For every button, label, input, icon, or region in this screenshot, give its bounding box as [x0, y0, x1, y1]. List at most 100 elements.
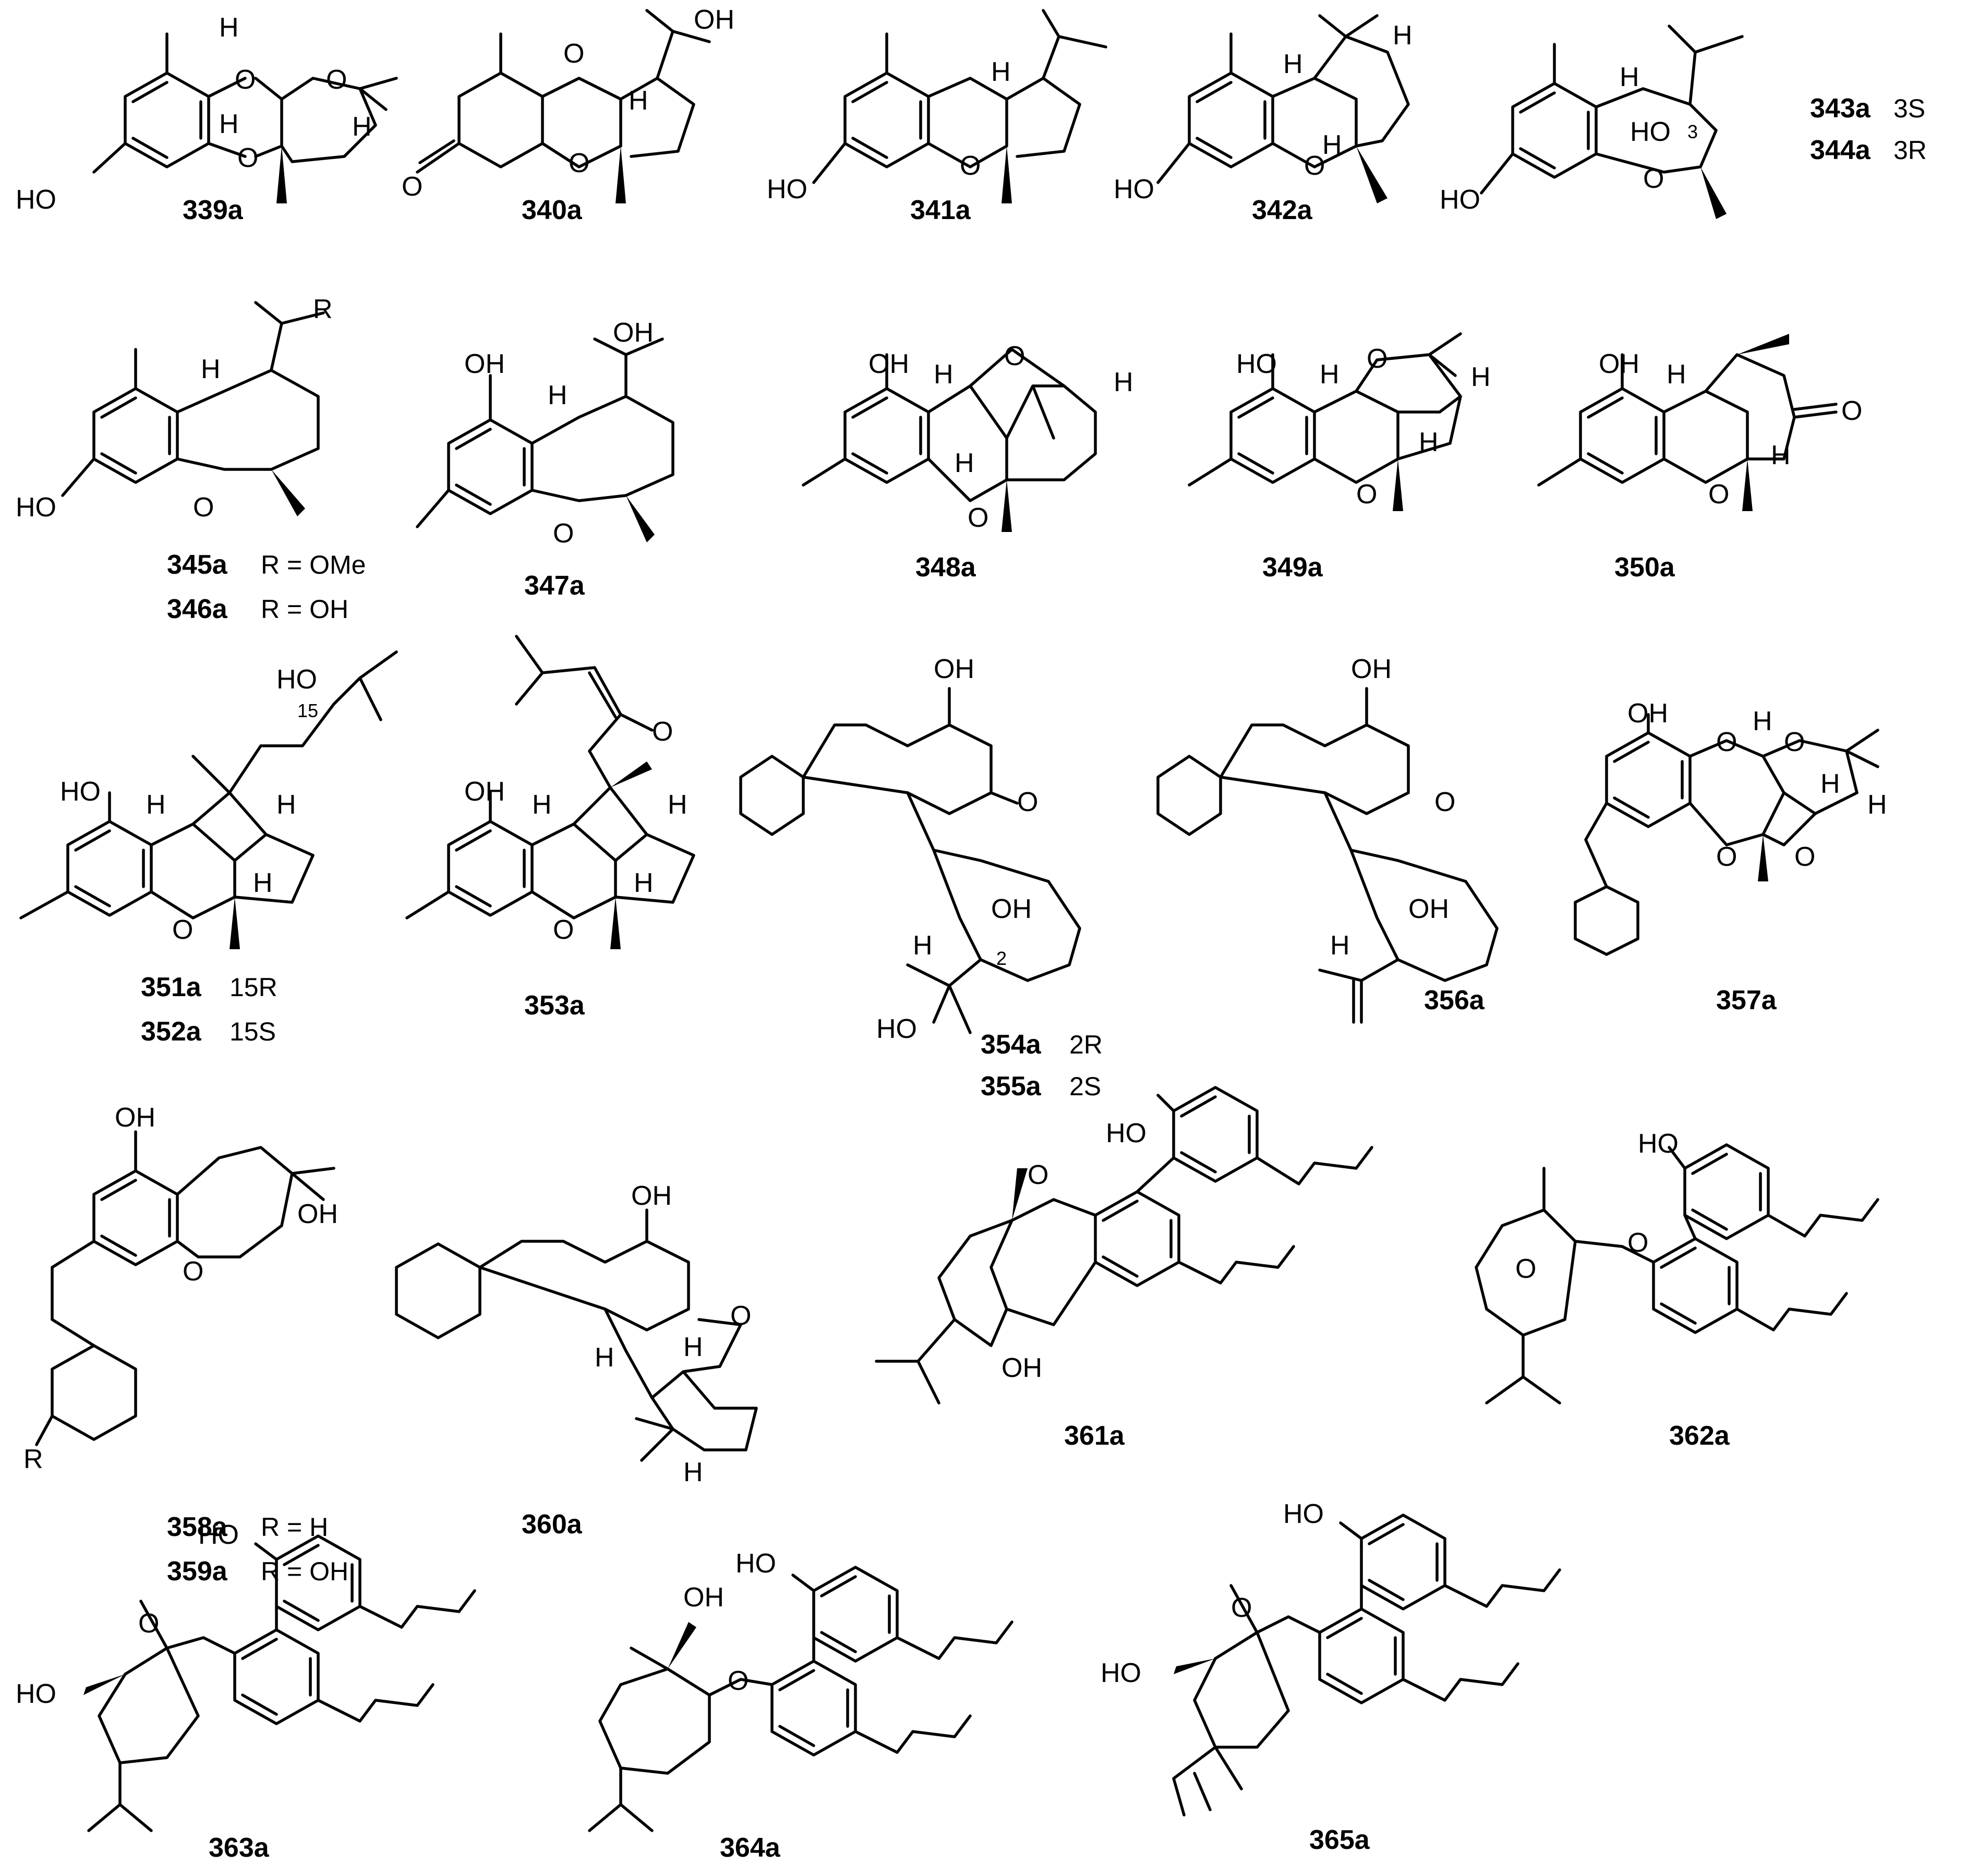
- atom-O: O: [1784, 727, 1805, 757]
- atom-O: O: [235, 65, 256, 95]
- structure-343a-344a: O HO HO 3 H 343a 3S 344a 3R: [1440, 25, 1927, 219]
- atom-HO: HO: [1101, 1658, 1141, 1688]
- atom-HO: HO: [276, 664, 317, 695]
- compound-label: 356a: [1424, 985, 1485, 1015]
- atom-O: O: [652, 717, 673, 747]
- atom-H: H: [276, 790, 296, 820]
- compound-label: 352a: [141, 1016, 202, 1047]
- atom-O: O: [1004, 341, 1025, 371]
- structure-357a: OH O O O O H H H 357a: [1574, 698, 1887, 1015]
- atom-H: H: [1820, 769, 1840, 799]
- atom-HO: HO: [735, 1548, 776, 1579]
- atom-H: H: [595, 1342, 614, 1373]
- atom-O: O: [183, 1256, 203, 1287]
- atom-O: O: [1028, 1160, 1048, 1190]
- compound-label: 363a: [209, 1833, 270, 1863]
- atom-O: O: [326, 65, 347, 95]
- atom-O: O: [1643, 164, 1664, 194]
- atom-OH: OH: [1001, 1353, 1042, 1383]
- atom-H: H: [548, 380, 568, 410]
- atom-H: H: [683, 1457, 703, 1487]
- atom-O: O: [172, 915, 193, 945]
- atom-HO: HO: [1283, 1499, 1324, 1529]
- compound-label: 350a: [1614, 552, 1675, 583]
- atom-O: O: [1716, 727, 1737, 757]
- atom-HO: HO: [767, 174, 807, 204]
- atom-H: H: [253, 868, 273, 898]
- atom-HO: HO: [1630, 117, 1671, 147]
- atom-H: H: [352, 112, 372, 142]
- structure-354a-355a: OH O OH 2 HO H 354a 2R 355a 2S: [739, 654, 1103, 1102]
- atom-H: H: [683, 1332, 703, 1362]
- atom-O: O: [563, 39, 584, 69]
- atom-OH: OH: [464, 777, 505, 807]
- atom-H: H: [1419, 427, 1439, 457]
- compound-label: 340a: [522, 195, 583, 225]
- structure-342a: O HO H H H 342a: [1114, 14, 1413, 225]
- atom-O: O: [1231, 1593, 1252, 1623]
- atom-HO: HO: [16, 185, 56, 215]
- structure-363a: HO O HO 363a: [16, 1520, 476, 1863]
- atom-OH: OH: [934, 654, 974, 684]
- atom-O: O: [1367, 344, 1387, 374]
- compound-label: 344a: [1810, 135, 1871, 165]
- structure-348a: O O OH H H H 348a: [802, 341, 1133, 583]
- compound-label: 354a: [981, 1030, 1042, 1060]
- compound-label: 353a: [524, 990, 585, 1021]
- structure-340a: O O O OH H 340a: [402, 5, 734, 225]
- atom-O: O: [1708, 479, 1729, 510]
- atom-OH: OH: [1627, 698, 1668, 729]
- atom-HO: HO: [876, 1014, 917, 1044]
- atom-O: O: [968, 503, 988, 533]
- atom-HO: HO: [1114, 174, 1154, 204]
- structure-362a: HO O O 362a: [1475, 1129, 1879, 1451]
- atom-H: H: [668, 790, 687, 820]
- structure-341a: O HO H 341a: [767, 9, 1107, 225]
- atom-O: O: [553, 915, 574, 945]
- compound-note: 15S: [230, 1017, 276, 1046]
- atom-O: O: [1515, 1254, 1536, 1284]
- atom-R: R: [313, 294, 333, 324]
- compound-label: 343a: [1810, 93, 1871, 124]
- atom-OH: OH: [868, 349, 909, 379]
- compound-note: 3R: [1893, 136, 1927, 165]
- atom-OH: OH: [683, 1582, 724, 1613]
- atom-O: O: [1304, 151, 1325, 181]
- compound-label: 345a: [167, 550, 228, 580]
- compound-label: 349a: [1262, 552, 1323, 583]
- atom-HO: HO: [198, 1520, 239, 1550]
- atom-OH: OH: [1599, 349, 1639, 379]
- atom-HO: HO: [60, 777, 101, 807]
- structure-364a: HO OH O 364a: [588, 1548, 1013, 1863]
- atom-O: O: [1716, 842, 1737, 872]
- structure-353a: O O OH H H H 353a: [405, 635, 695, 1021]
- compound-label: 357a: [1716, 985, 1777, 1015]
- atom-OH: OH: [297, 1199, 338, 1229]
- atom-O: O: [728, 1666, 749, 1696]
- atom-O: O: [1794, 842, 1815, 872]
- compound-label: 346a: [167, 594, 228, 624]
- structure-339a: O O O HO H H H 339a: [16, 13, 398, 225]
- atom-O: O: [1017, 787, 1038, 817]
- compound-label: 339a: [183, 195, 244, 225]
- atom-OH: OH: [631, 1181, 672, 1211]
- atom-HO: HO: [16, 492, 56, 523]
- atom-H: H: [201, 354, 221, 384]
- atom-OH: OH: [613, 318, 654, 348]
- structure-349a: O O HO H H H 349a: [1188, 332, 1491, 583]
- atom-O: O: [1627, 1228, 1648, 1258]
- atom-H: H: [1471, 362, 1491, 392]
- structure-365a: HO O HO 365a: [1101, 1499, 1561, 1855]
- atom-O: O: [402, 172, 423, 202]
- atom-O: O: [569, 148, 589, 178]
- atom-HO: HO: [1236, 349, 1277, 379]
- atom-H: H: [991, 57, 1011, 87]
- compound-label: 351a: [141, 972, 202, 1002]
- compound-note: R = OH: [261, 1557, 348, 1586]
- atom-HO: HO: [1106, 1118, 1147, 1148]
- locant-15: 15: [297, 700, 318, 721]
- atom-H: H: [1114, 367, 1133, 397]
- atom-H: H: [1867, 790, 1887, 820]
